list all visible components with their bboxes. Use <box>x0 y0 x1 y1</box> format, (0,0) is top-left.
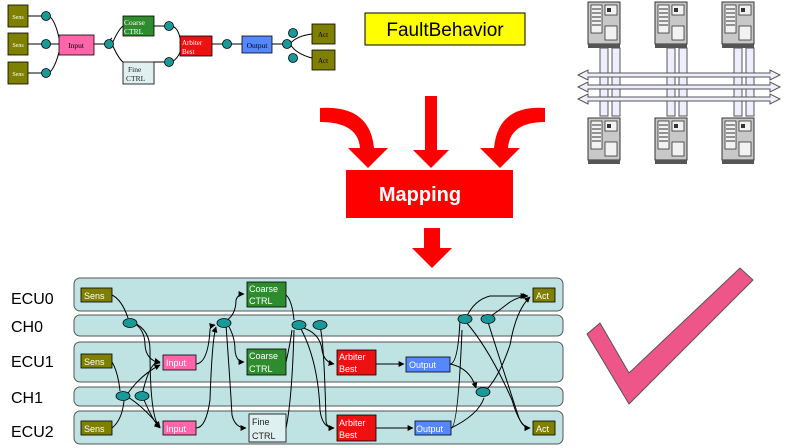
output-label: Output <box>247 41 269 50</box>
mapped-best-label: Best <box>339 430 358 440</box>
mapped-fine-ecu2 <box>248 413 287 443</box>
input-task <box>58 34 95 56</box>
mapped-coarse-ecu1 <box>246 348 287 376</box>
mapping-label: Mapping <box>379 184 461 206</box>
mapped-arbiter-ecu1 <box>336 349 377 376</box>
mapping-arrows <box>320 96 545 168</box>
mapped-best-label: Best <box>339 364 358 374</box>
mapped-sens-ecu0 <box>80 287 113 303</box>
mapping-box <box>346 170 513 218</box>
actuator-node <box>311 23 336 45</box>
mapped-sens-label: Sens <box>84 291 105 301</box>
mapped-ctrl-label: CTRL <box>249 296 273 306</box>
lane-label-ecu2: ECU2 <box>11 424 54 441</box>
mapped-act-label: Act <box>536 424 550 434</box>
ecu-hardware-icon <box>587 1 621 49</box>
mapped-act-label: Act <box>536 291 550 301</box>
fine-ctrl-task <box>122 61 155 85</box>
mapped-coarse-label: Coarse <box>249 284 278 294</box>
lane-label-ch1: CH1 <box>11 390 43 407</box>
ecu-hardware-icon <box>721 1 755 49</box>
mapped-input-ecu1 <box>162 354 197 371</box>
lanes <box>73 277 564 445</box>
mapped-ctrl-label: CTRL <box>249 364 273 374</box>
fine-label: Fine <box>128 65 142 74</box>
mapped-sens-label: Sens <box>84 424 105 434</box>
mapped-tasks: Sens Sens Sens Input Input Coarse CTRL C… <box>80 281 556 443</box>
mapped-act-ecu2 <box>532 420 556 436</box>
mapped-output-label: Output <box>409 360 437 370</box>
lane-label-ecu0: ECU0 <box>11 291 54 308</box>
sensor-node: Sens Sens Sens <box>7 4 29 85</box>
mapped-ctrl-label: CTRL <box>252 431 276 441</box>
bus-arrow-icon <box>576 69 782 105</box>
mapped-output-ecu2 <box>414 420 452 436</box>
fault-behavior-label: FaultBehavior <box>386 20 504 41</box>
mapped-coarse-label: Coarse <box>249 351 278 361</box>
coarse-ctrl-task <box>122 15 155 37</box>
mapped-output-label: Output <box>416 424 444 434</box>
mapped-coarse-ecu0 <box>246 281 287 308</box>
mapped-input-ecu2 <box>162 420 197 436</box>
act-label: Act <box>318 57 328 65</box>
bus-arrow-icon <box>599 47 755 117</box>
mapped-arbiter-label: Arbiter <box>339 418 366 428</box>
sens-label: Sens <box>12 15 24 21</box>
down-arrow-icon <box>412 228 452 268</box>
mapped-arbiter-label: Arbiter <box>339 352 366 362</box>
ctrl-label: CTRL <box>124 27 144 36</box>
act-label: Act <box>318 31 328 39</box>
graph-nodes <box>41 11 298 78</box>
ecu-hardware-icon <box>721 117 755 165</box>
ecu-hardware-icon <box>587 117 621 165</box>
mapped-output-ecu1 <box>405 356 451 373</box>
lane-label-ch0: CH0 <box>11 319 43 336</box>
best-label: Best <box>182 48 195 56</box>
mapped-sens-label: Sens <box>84 357 105 367</box>
hardware-architecture <box>576 1 782 165</box>
mapped-arbiter-ecu2 <box>336 414 377 442</box>
fault-behavior-box <box>364 12 526 46</box>
ecu-hardware-icon <box>654 117 688 165</box>
ecu-hardware-icon <box>654 1 688 49</box>
mapped-sens-ecu1 <box>80 353 113 369</box>
coarse-label: Coarse <box>124 18 145 27</box>
task-connections <box>111 291 531 431</box>
lane-label-ecu1: ECU1 <box>11 354 54 371</box>
sens-label: Sens <box>12 72 24 78</box>
output-task <box>241 35 273 54</box>
checkmark-icon <box>586 267 754 405</box>
arbiter-label: Arbiter <box>182 39 203 47</box>
actuator-node <box>311 49 336 71</box>
arbiter-task <box>179 35 213 57</box>
mapped-sens-ecu2 <box>80 420 113 436</box>
input-label: Input <box>68 41 85 50</box>
mapped-act-ecu0 <box>532 287 556 303</box>
channel-nodes <box>115 314 496 401</box>
mapped-fine-label: Fine <box>252 417 270 427</box>
sens-label: Sens <box>12 43 24 49</box>
ctrl-label: CTRL <box>126 74 146 83</box>
mapped-input-label: Input <box>166 358 187 368</box>
mapped-input-label: Input <box>166 424 187 434</box>
